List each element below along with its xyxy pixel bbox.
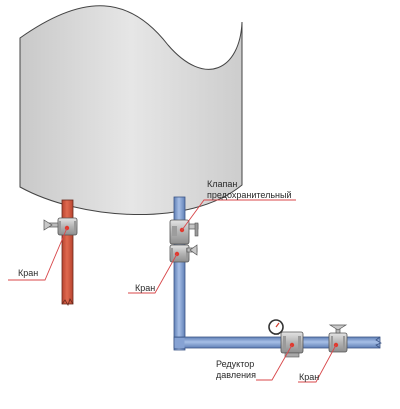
label-reducer-line1: Редуктор — [216, 359, 255, 369]
pointer-line — [128, 253, 178, 294]
tank-icon — [19, 5, 243, 215]
label-valve-hot: Кран — [18, 268, 39, 278]
ball-valve-icon — [43, 217, 78, 236]
label-valve-cold: Кран — [135, 283, 156, 293]
label-valve-inlet: Кран — [299, 372, 320, 382]
hot-water-pipe-icon — [61, 199, 74, 306]
pointer-line — [298, 344, 337, 383]
safety-valve-icon — [169, 219, 199, 245]
pressure-reducer-icon — [280, 331, 304, 358]
pointer-line — [256, 344, 293, 381]
label-reducer-line2: давления — [216, 370, 256, 380]
pointer-line — [181, 199, 296, 231]
pressure-gauge-icon — [268, 319, 284, 335]
label-safety-valve-line2: предохранительный — [207, 190, 292, 200]
pointer-line — [8, 227, 68, 281]
label-safety-valve-line1: Клапан — [207, 179, 238, 189]
cold-water-pipe-icon — [173, 196, 382, 351]
ball-valve-icon — [328, 324, 348, 353]
